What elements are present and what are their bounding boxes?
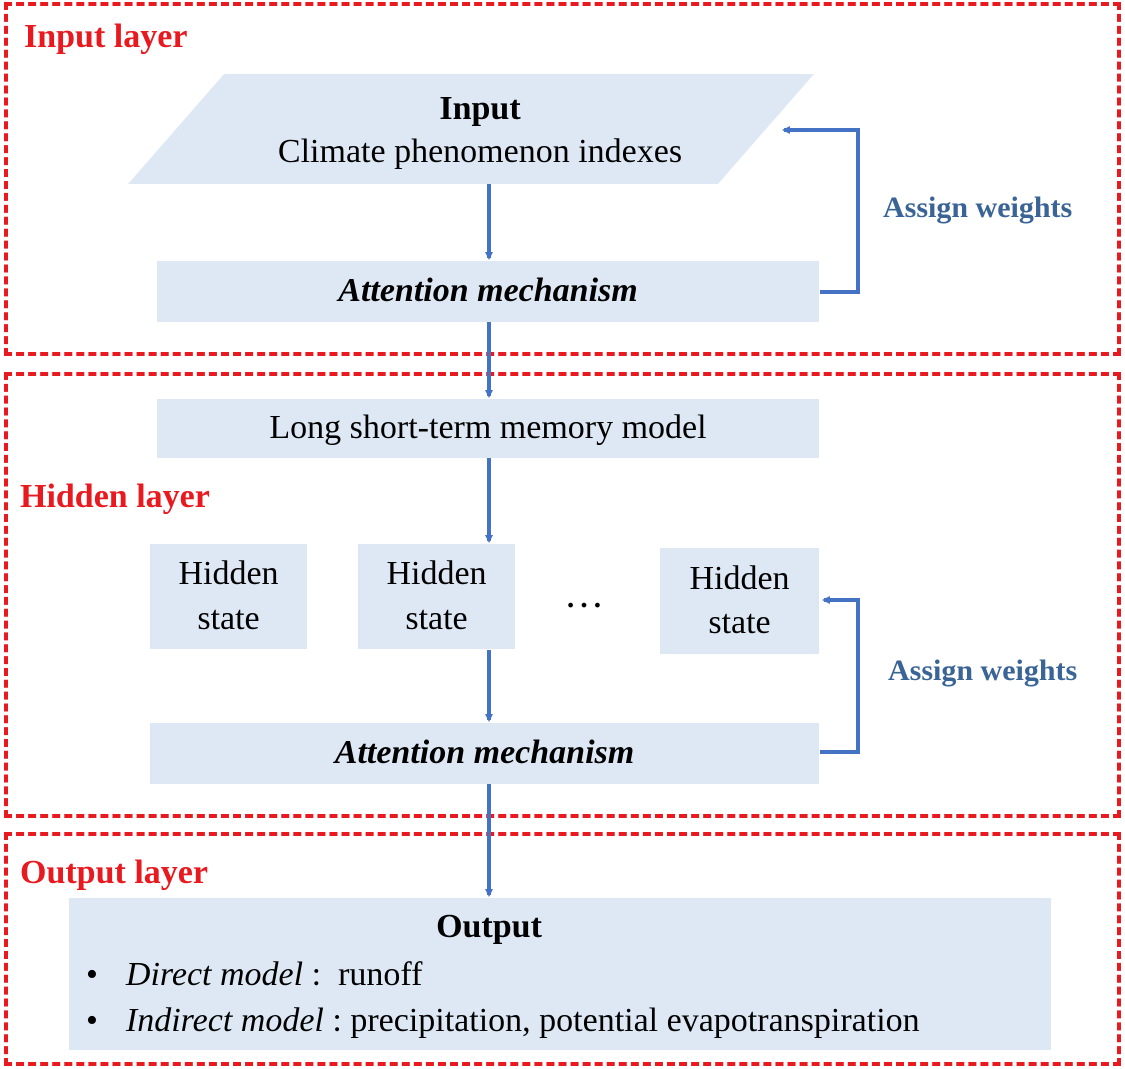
output-title: Output bbox=[436, 908, 542, 945]
output-item-direct-value: runoff bbox=[338, 956, 423, 993]
input-subtitle: Climate phenomenon indexes bbox=[277, 132, 683, 170]
input-layer-title: Input layer bbox=[24, 18, 188, 55]
output-item-indirect-model: Indirect model bbox=[125, 1002, 324, 1039]
output-item-indirect-bullet: • bbox=[86, 1002, 98, 1039]
hidden-state-2: Hidden state bbox=[358, 544, 515, 649]
attention-mechanism-input: Attention mechanism bbox=[157, 261, 819, 322]
input-box-text: Input Climate phenomenon indexes bbox=[220, 88, 740, 173]
hidden-state-2-line1: Hidden bbox=[386, 555, 487, 593]
input-title: Input bbox=[439, 90, 521, 127]
output-box bbox=[69, 898, 1051, 1050]
output-item-direct-model: Direct model bbox=[125, 956, 304, 993]
assign-weights-top-label: Assign weights bbox=[883, 191, 1073, 224]
hidden-layer-frame bbox=[4, 372, 1121, 818]
attention-mechanism-input-label: Attention mechanism bbox=[338, 272, 638, 310]
hidden-state-3-line2: state bbox=[708, 604, 771, 641]
output-item-direct: • Direct model : runoff bbox=[86, 958, 422, 992]
hidden-layer-title: Hidden layer bbox=[20, 478, 210, 515]
output-item-direct-bullet: • bbox=[86, 956, 98, 993]
arrow-assign-weights-top bbox=[782, 126, 860, 294]
input-box bbox=[128, 74, 814, 184]
output-item-indirect-sep: : bbox=[323, 1002, 351, 1039]
arrow-assign-weights-bottom bbox=[820, 596, 860, 754]
lstm-label: Long short-term memory model bbox=[269, 409, 707, 447]
output-item-indirect-value: precipitation, potential evapotranspirat… bbox=[350, 1002, 920, 1039]
attention-mechanism-hidden-label: Attention mechanism bbox=[334, 734, 635, 772]
hidden-state-1: Hidden state bbox=[150, 544, 307, 649]
hidden-state-1-line2: state bbox=[197, 599, 260, 637]
output-layer-frame bbox=[4, 832, 1121, 1066]
hidden-state-3: Hidden state bbox=[660, 548, 819, 654]
hidden-state-ellipsis: … bbox=[564, 571, 604, 616]
input-layer-frame bbox=[4, 2, 1121, 356]
hidden-state-3-line1: Hidden bbox=[689, 559, 790, 597]
hidden-state-2-line2: state bbox=[405, 599, 468, 637]
assign-weights-bottom-label: Assign weights bbox=[888, 654, 1078, 687]
output-layer-title: Output layer bbox=[20, 854, 208, 891]
output-item-indirect: • Indirect model : precipitation, potenti… bbox=[86, 1004, 920, 1038]
hidden-state-1-line1: Hidden bbox=[178, 555, 279, 593]
output-item-direct-sep: : bbox=[303, 956, 339, 993]
attention-mechanism-hidden: Attention mechanism bbox=[150, 723, 819, 784]
lstm-box: Long short-term memory model bbox=[157, 399, 819, 458]
